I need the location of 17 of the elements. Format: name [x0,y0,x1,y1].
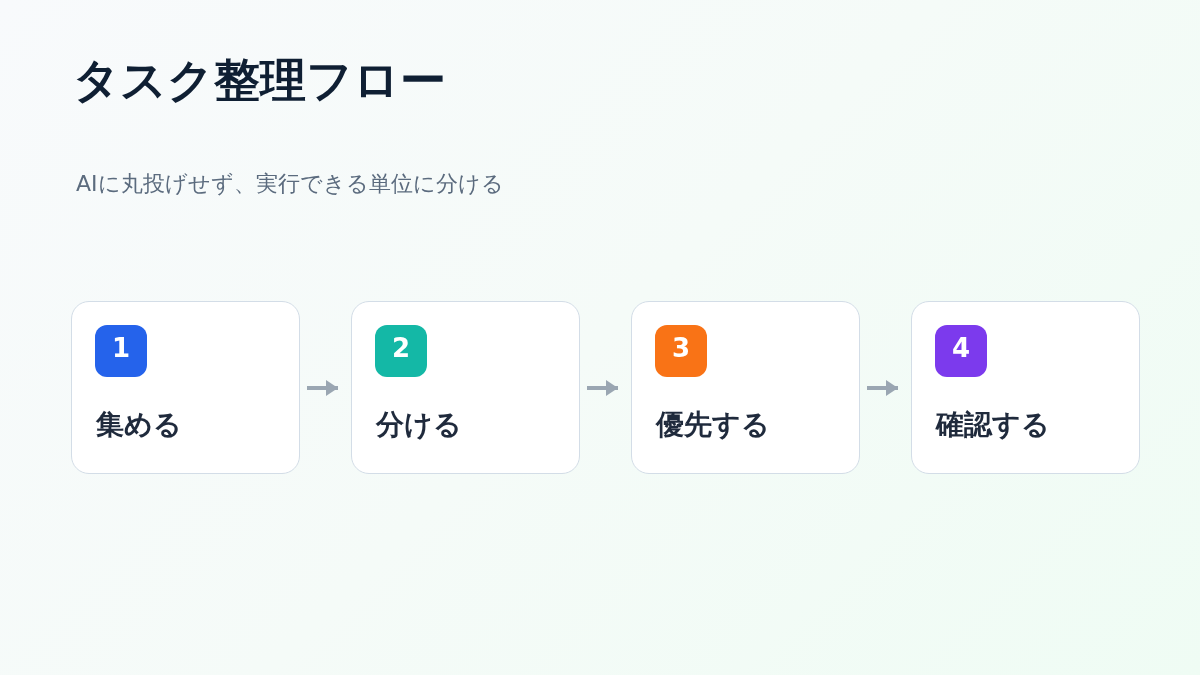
step-number-tile: 1 [95,325,147,377]
step-number-tile: 2 [375,325,427,377]
step-label: 集める [96,407,182,443]
arrow [867,380,898,396]
step-card [631,301,860,474]
step-label: 優先する [656,407,770,443]
subtitle: AIに丸投げせず、実行できる単位に分ける [76,170,504,198]
arrow [307,380,338,396]
step-card [71,301,300,474]
title: タスク整理フロー [73,52,446,109]
step-label: 確認する [936,407,1050,443]
step-label: 分ける [376,407,462,443]
arrow [587,380,618,396]
step-number-tile: 4 [935,325,987,377]
step-card [351,301,580,474]
step-number-tile: 3 [655,325,707,377]
step-card [911,301,1140,474]
